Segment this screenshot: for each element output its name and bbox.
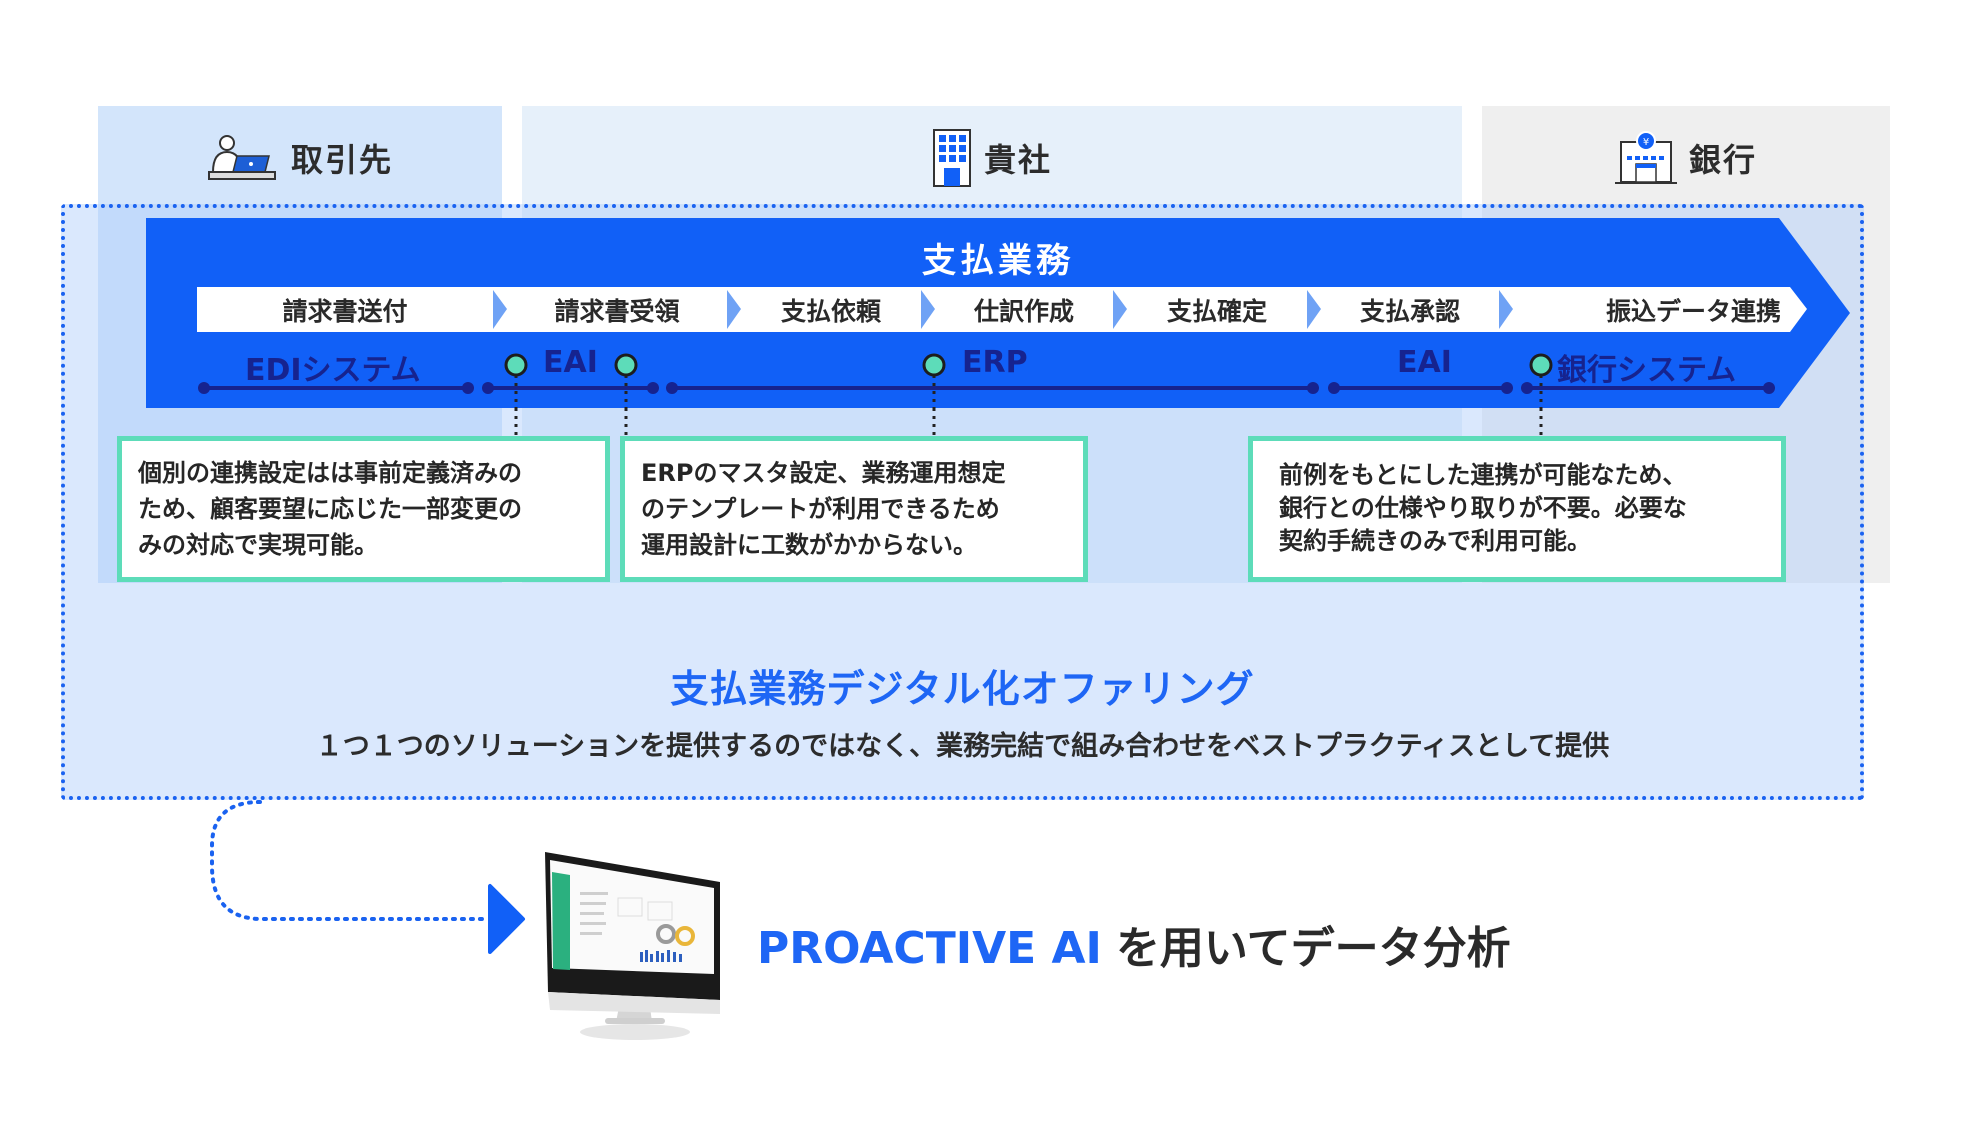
bank-label: 銀行 (1688, 141, 1757, 179)
process-arrow (146, 218, 1850, 408)
offering-title: 支払業務デジタル化オファリング (670, 667, 1255, 711)
svg-text:¥: ¥ (1643, 137, 1649, 148)
process-title: 支払業務 (922, 241, 1074, 281)
step-journal-entry: 仕訳作成 (973, 296, 1074, 326)
callout-connectors (514, 408, 1543, 436)
step-payment-confirm: 支払確定 (1166, 296, 1267, 326)
callout-partner: 個別の連携設定はは事前定義済みの ため、顧客要望に応じた一部変更の みの対応で実… (117, 436, 610, 582)
system-eai-2: EAI (1397, 345, 1452, 380)
flow-arrowhead-icon (488, 884, 525, 954)
company-header: 貴社 (522, 128, 1462, 188)
proactive-ai-brand: PROACTIVE AI (757, 923, 1102, 974)
partner-label: 取引先 (290, 141, 393, 179)
step-invoice-receive: 請求書受領 (554, 296, 680, 326)
bank-building-icon: ¥ (1614, 131, 1677, 184)
company-label: 貴社 (983, 141, 1052, 179)
system-edi: EDIシステム (245, 353, 421, 388)
step-chevrons (493, 290, 1513, 329)
monitor-dashboard-icon (545, 852, 720, 1040)
person-laptop-icon (207, 135, 276, 180)
system-bank: 銀行システム (1557, 353, 1737, 388)
partner-header: 取引先 (98, 128, 502, 188)
proactive-ai-text: を用いてデータ分析 (1115, 923, 1511, 974)
system-eai-1: EAI (543, 345, 598, 380)
step-transfer-data: 振込データ連携 (1605, 296, 1781, 326)
flow-connector (210, 800, 525, 954)
step-invoice-send: 請求書送付 (282, 296, 408, 326)
system-erp: ERP (962, 345, 1028, 380)
office-building-icon (932, 129, 971, 187)
callout-erp: ERPのマスタ設定、業務運用想定 のテンプレートが利用できるため 運用設計に工数… (620, 436, 1088, 582)
offering-subtitle: １つ１つのソリューションを提供するのではなく、業務完結で組み合わせをベストプラク… (315, 731, 1610, 762)
bank-header: ¥ 銀行 (1482, 128, 1890, 188)
proactive-ai-caption: PROACTIVE AI を用いてデータ分析 (757, 912, 1511, 976)
step-payment-request: 支払依頼 (780, 296, 881, 326)
step-payment-approval: 支払承認 (1359, 296, 1460, 326)
callout-bank: 前例をもとにした連携が可能なため、 銀行との仕様やり取りが不要。必要な 契約手続… (1248, 436, 1786, 582)
